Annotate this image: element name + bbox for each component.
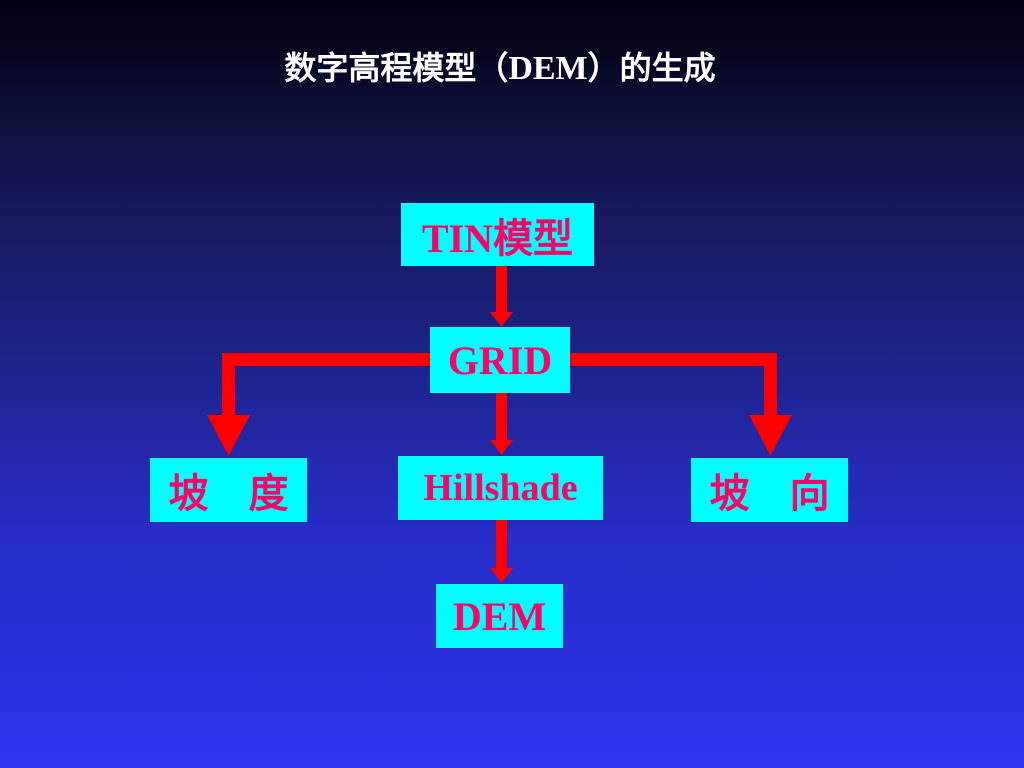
node-grid-label: GRID [447, 337, 553, 383]
node-hillshade: Hillshade [398, 456, 603, 520]
arrow-hillshade-to-dem [490, 520, 513, 583]
node-tin-model-label: TIN模型 [421, 215, 574, 261]
node-grid: GRID [430, 327, 570, 393]
node-hillshade-label: Hillshade [423, 467, 578, 509]
node-dem-label: DEM [452, 593, 547, 639]
arrow-grid-to-hillshade [490, 393, 513, 455]
node-dem: DEM [436, 584, 563, 648]
node-slope: 坡 度 [150, 458, 307, 522]
title-prefix: 数字高程模型（ [284, 49, 509, 87]
node-aspect-label: 坡 向 [709, 471, 830, 517]
title-dem: DEM [508, 50, 588, 87]
arrow-grid-to-aspect [570, 353, 792, 456]
title-suffix: ）的生成 [587, 49, 716, 87]
arrow-tin-to-grid [490, 266, 513, 327]
node-tin-model: TIN模型 [401, 203, 594, 266]
arrow-grid-to-slope [207, 353, 430, 456]
node-aspect: 坡 向 [691, 458, 848, 522]
node-slope-label: 坡 度 [168, 471, 289, 517]
slide-title: 数字高程模型（DEM）的生成 [0, 44, 1000, 93]
